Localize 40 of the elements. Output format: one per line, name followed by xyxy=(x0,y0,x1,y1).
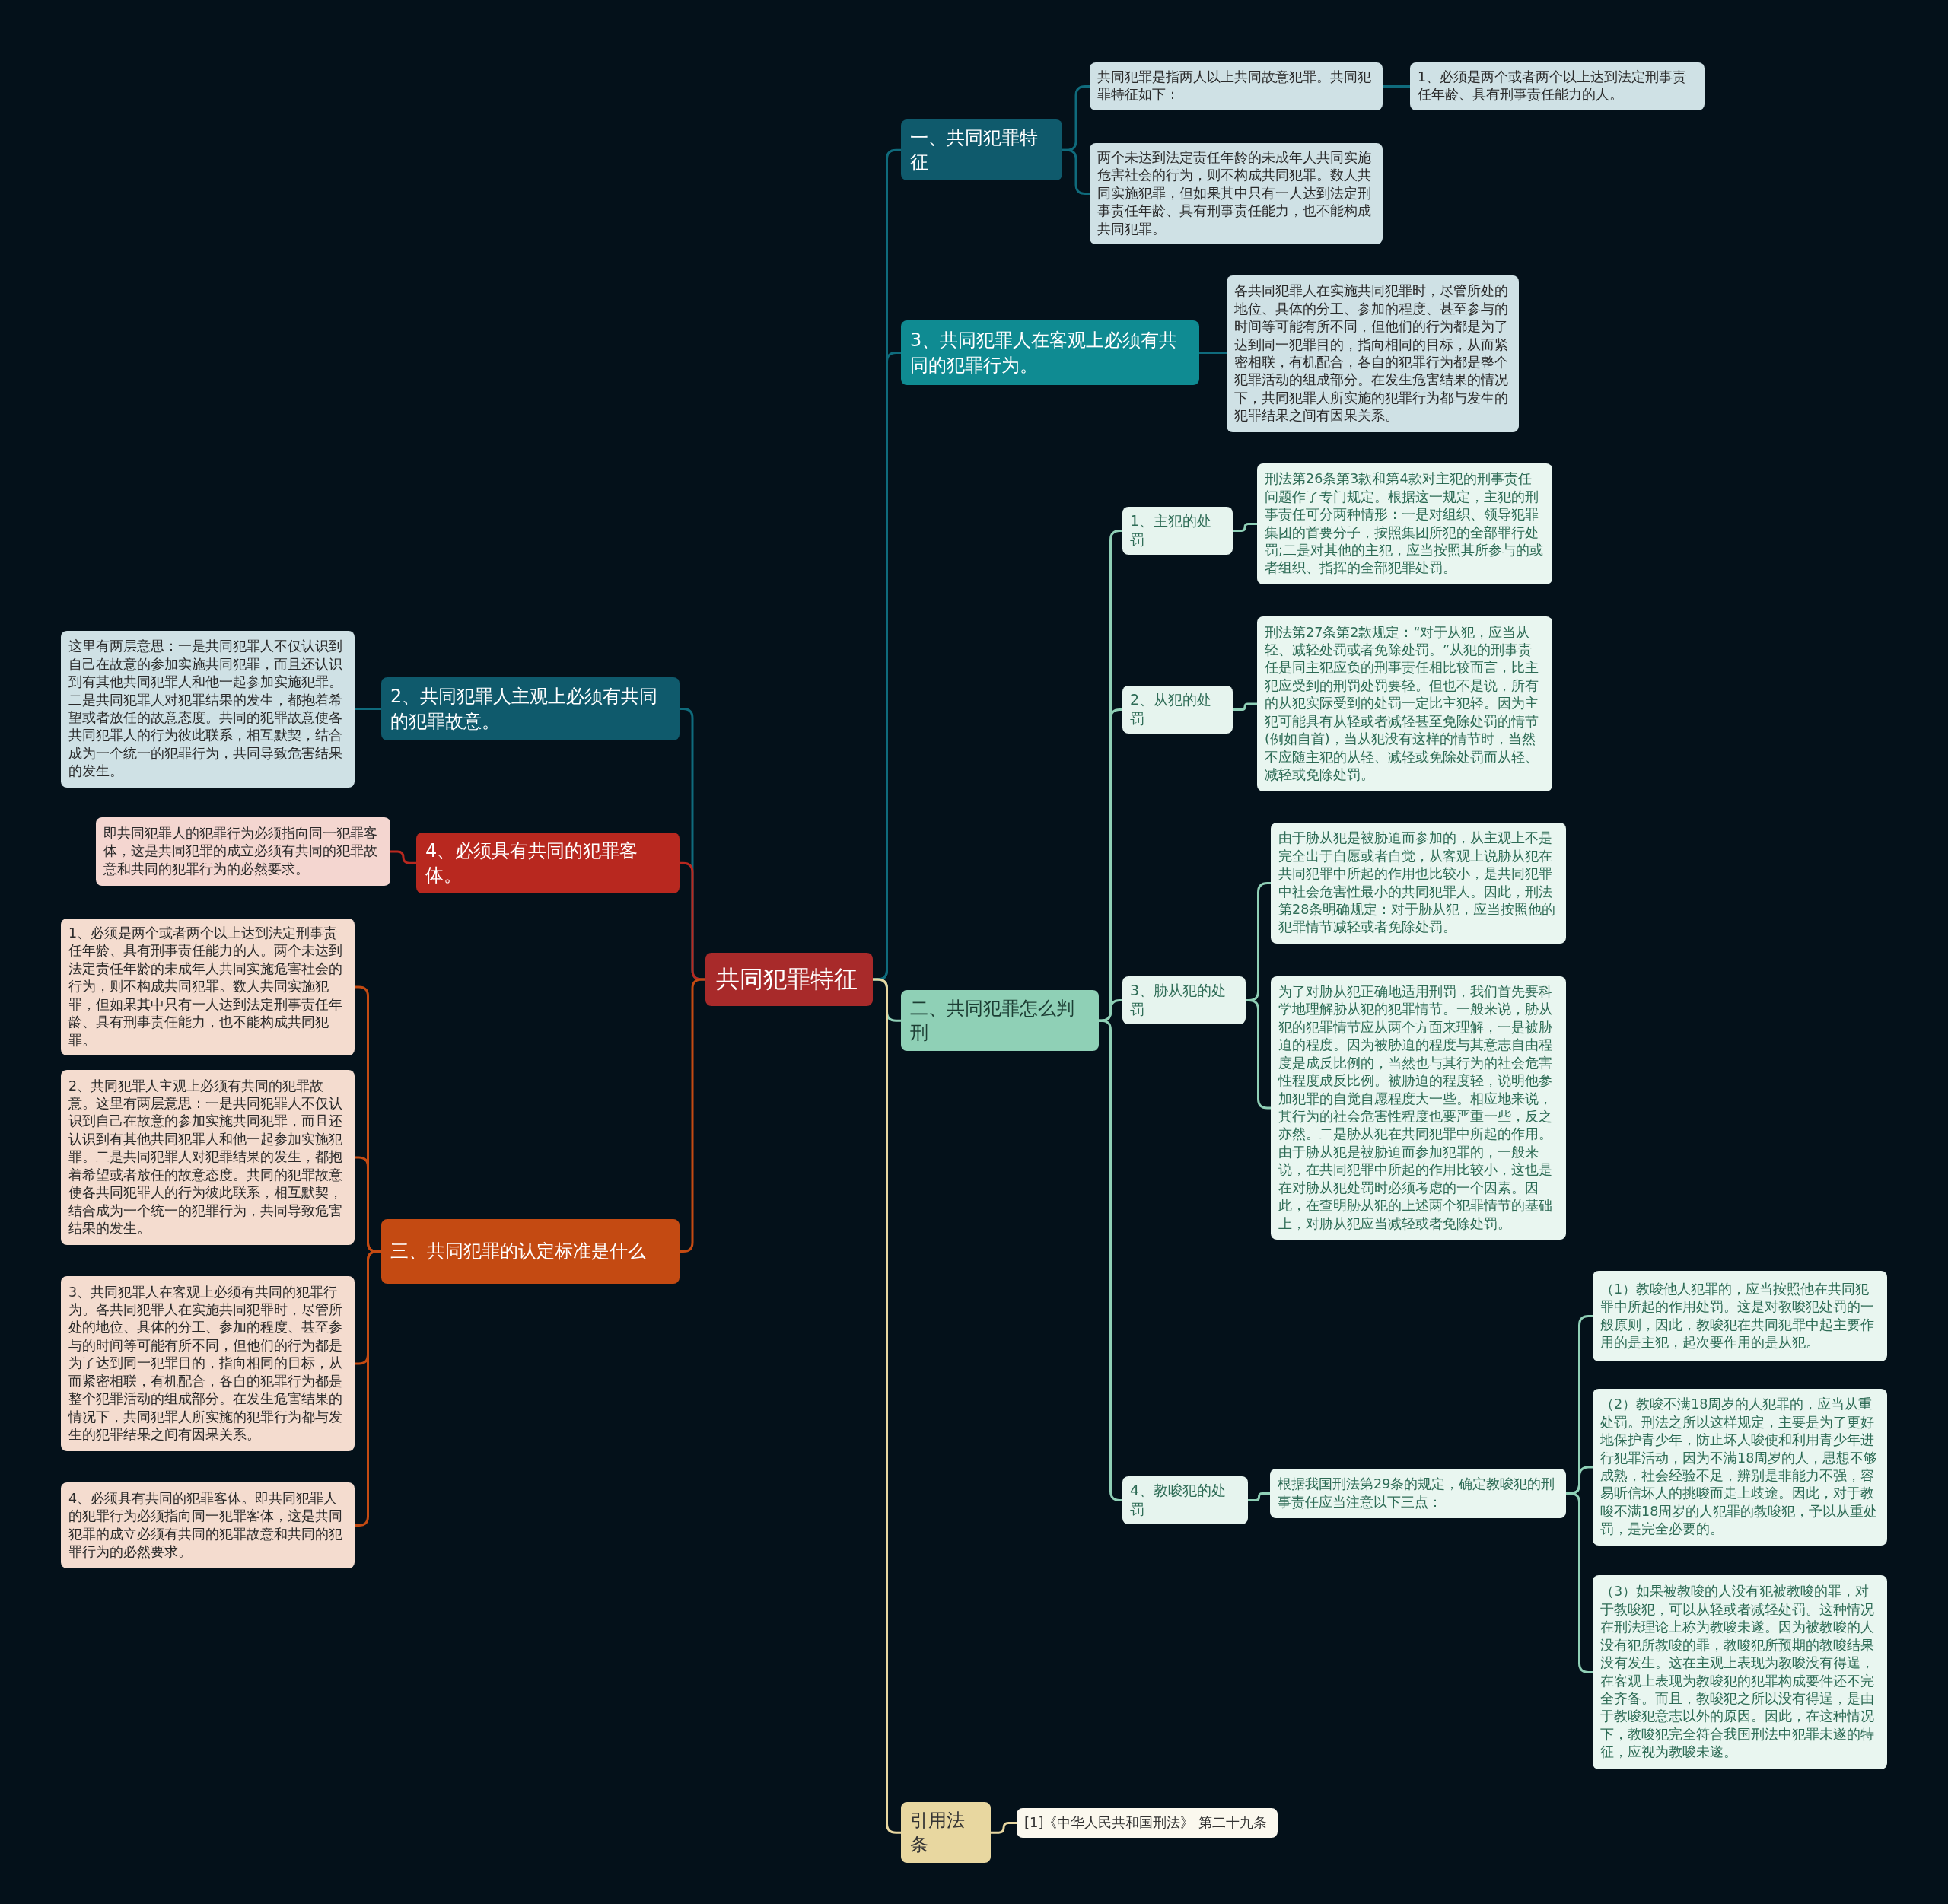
text-box: 即共同犯罪人的犯罪行为必须指向同一犯罪客体，这是共同犯罪的成立必须有共同的犯罪故意和共同的犯罪行为的必然要求。 xyxy=(96,817,390,886)
text-box: 刑法第26条第3款和第4款对主犯的刑事责任问题作了专门规定。根据这一规定，主犯的刑事责任可分两种情形：一是对组织、领导犯罪集团的首要分子，按照集团所犯的全部罪行处罚;二是对其他的主犯，应当按照其所参与的或者组织、指挥的全部犯罪处罚。 xyxy=(1257,463,1552,584)
subtopic-box: 3、胁从犯的处罚 xyxy=(1122,976,1246,1024)
topic-box: 一、共同犯罪特征 xyxy=(901,119,1062,181)
topic-box: 3、共同犯罪人在客观上必须有共同的犯罪行为。 xyxy=(901,320,1199,385)
text-box: 3、共同犯罪人在客观上必须有共同的犯罪行为。各共同犯罪人在实施共同犯罪时，尽管所处的地位、具体的分工、参加的程度、甚至参与的时间等可能有所不同，但他们的行为都是为了达到同一犯罪目的，指向相同的目标，从而紧密相联，有机配合，各自的犯罪行为都是整个犯罪活动的组成部分。在发生危害结果的情况下，共同犯罪人所实施的犯罪行为都与发生的犯罪结果之间有因果关系。 xyxy=(61,1276,355,1451)
text-box: 2、共同犯罪人主观上必须有共同的犯罪故意。这里有两层意思：一是共同犯罪人不仅认识到自己在故意的参加实施共同犯罪，而且还认识到有其他共同犯罪人和他一起参加实施犯罪。二是共同犯罪人对犯罪结果的发生，都抱着希望或者放任的故意态度。共同的犯罪故意使各共同犯罪人的行为彼此联系，相互默契，结合成为一个统一的犯罪行为，共同导致危害结果的发生。 xyxy=(61,1070,355,1245)
subtopic-box: 4、教唆犯的处罚 xyxy=(1122,1476,1248,1524)
text-box: 刑法第27条第2款规定：“对于从犯，应当从轻、减轻处罚或者免除处罚。”从犯的刑事责任是同主犯应负的刑事责任相比较而言，比主犯应受到的刑罚处罚要轻。但也不是说，所有的从犯实际受到的处罚一定比主犯轻。因为主犯可能具有从轻或者减轻甚至免除处罚的情节(例如自首)，当从犯没有这样的情节时，当然不应随主犯的从轻、减轻或免除处罚而从轻、减轻或免除处罚。 xyxy=(1257,616,1552,791)
text-box: 各共同犯罪人在实施共同犯罪时，尽管所处的地位、具体的分工、参加的程度、甚至参与的时间等可能有所不同，但他们的行为都是为了达到同一犯罪目的，指向相同的目标，从而紧密相联，有机配合，各自的犯罪行为都是整个犯罪活动的组成部分。在发生危害结果的情况下，共同犯罪人所实施的犯罪行为都与发生的犯罪结果之间有因果关系。 xyxy=(1227,275,1519,432)
connector-line xyxy=(1248,1492,1270,1501)
text-box: （2）教唆不满18周岁的人犯罪的，应当从重处罚。刑法之所以这样规定，主要是为了更好地保护青少年，防止坏人唆使和利用青少年进行犯罪活动，因为不满18周岁的人，思想不够成熟，社会经验不足，辨别是非能力不强，容易听信坏人的挑唆而走上歧途。因此，对于教唆不满18周岁的人犯罪的教唆犯，予以从重处罚，是完全必要的。 xyxy=(1593,1389,1887,1546)
text-box: 1、必须是两个或者两个以上达到法定刑事责任年龄、具有刑事责任能力的人。两个未达到法定责任年龄的未成年人共同实施危害社会的行为，则不构成共同犯罪。数人共同实施犯罪，但如果其中只有一人达到法定刑事责任年龄、具有刑事责任能力，也不能构成共同犯罪。 xyxy=(61,919,355,1056)
subtopic-box: 1、主犯的处罚 xyxy=(1122,507,1233,555)
text-box: 4、必须具有共同的犯罪客体。即共同犯罪人的犯罪行为必须指向同一犯罪客体，这是共同犯罪的成立必须有共同的犯罪故意和共同的犯罪行为的必然要求。 xyxy=(61,1482,355,1568)
connector-line xyxy=(1233,523,1257,532)
text-box: 1、必须是两个或者两个以上达到法定刑事责任年龄、具有刑事责任能力的人。 xyxy=(1410,62,1704,110)
text-box: 由于胁从犯是被胁迫而参加的，从主观上不是完全出于自愿或者自觉，从客观上说胁从犯在共同犯罪中所起的作用也比较小，是共同犯罪中社会危害性最小的共同犯罪人。因此，刑法第28条明确规定：对于胁从犯，应当按照他的犯罪情节减轻或者免除处罚。 xyxy=(1271,823,1566,944)
topic-box: 2、共同犯罪人主观上必须有共同的犯罪故意。 xyxy=(381,677,680,740)
central-topic-box: 共同犯罪特征 xyxy=(705,953,873,1006)
text-box: 两个未达到法定责任年龄的未成年人共同实施危害社会的行为，则不构成共同犯罪。数人共同实施犯罪，但如果其中只有一人达到法定刑事责任年龄、具有刑事责任能力，也不能构成共同犯罪。 xyxy=(1090,143,1383,245)
connector-line xyxy=(1233,702,1257,711)
citation-box: [1]《中华人民共和国刑法》 第二十九条 xyxy=(1017,1808,1278,1838)
text-box: 这里有两层意思：一是共同犯罪人不仅认识到自己在故意的参加实施共同犯罪，而且还认识到有其他共同犯罪人和他一起参加实施犯罪。二是共同犯罪人对犯罪结果的发生，都抱着希望或者放任的故意态度。共同的犯罪故意使各共同犯罪人的行为彼此联系，相互默契，结合成为一个统一的犯罪行为，共同导致危害结果的发生。 xyxy=(61,631,355,788)
topic-box: 引用法条 xyxy=(901,1802,991,1864)
connector-line xyxy=(991,1822,1017,1834)
text-box: 为了对胁从犯正确地适用刑罚，我们首先要科学地理解胁从犯的犯罪情节。一般来说，胁从犯的犯罪情节应从两个方面来理解，一是被胁迫的程度。因为被胁迫的程度与其意志自由程度是成反比例的，当然也与其行为的社会危害性程度成反比例。被胁迫的程度轻，说明他参加犯罪的自觉自愿程度大一些。相应地来说，其行为的社会危害性程度也要严重一些，反之亦然。二是胁从犯在共同犯罪中所起的作用。由于胁从犯是被胁迫而参加犯罪的，一般来说，在共同犯罪中所起的作用比较小，这也是在对胁从犯处罚时必须考虑的一个因素。因此，在查明胁从犯的上述两个犯罪情节的基础上，对胁从犯应当减轻或者免除处罚。 xyxy=(1271,976,1566,1240)
text-box: 共同犯罪是指两人以上共同故意犯罪。共同犯罪特征如下： xyxy=(1090,62,1383,110)
text-box: （1）教唆他人犯罪的，应当按照他在共同犯罪中所起的作用处罚。这是对教唆犯处罚的一般原则，因此，教唆犯在共同犯罪中起主要作用的是主犯，起次要作用的是从犯。 xyxy=(1593,1271,1887,1361)
connector-line xyxy=(1199,352,1227,354)
topic-box: 三、共同犯罪的认定标准是什么 xyxy=(381,1219,680,1284)
connector-line xyxy=(355,708,381,710)
connector-line xyxy=(1062,148,1090,196)
subtopic-box: 2、从犯的处罚 xyxy=(1122,686,1233,734)
connector-line xyxy=(390,850,416,864)
text-box: 根据我国刑法第29条的规定，确定教唆犯的刑事责任应当注意以下三点： xyxy=(1270,1469,1566,1518)
topic-box: 二、共同犯罪怎么判刑 xyxy=(901,990,1099,1052)
text-box: （3）如果被教唆的人没有犯被教唆的罪，对于教唆犯，可以从轻或者减轻处罚。这种情况在刑法理论上称为教唆未遂。因为被教唆的人没有犯所教唆的罪，教唆犯所预期的教唆结果没有发生。这在主观上表现为教唆没有得逞，在客观上表现为教唆犯的犯罪构成要件还不完全齐备。而且，教唆犯之所以没有得逞，是由于教唆犯意志以外的原因。因此，在这种情况下，教唆犯完全符合我国刑法中犯罪未遂的特征，应视为教唆未遂。 xyxy=(1593,1575,1887,1769)
topic-box: 4、必须具有共同的犯罪客体。 xyxy=(416,833,680,894)
connector-line xyxy=(1383,84,1410,88)
